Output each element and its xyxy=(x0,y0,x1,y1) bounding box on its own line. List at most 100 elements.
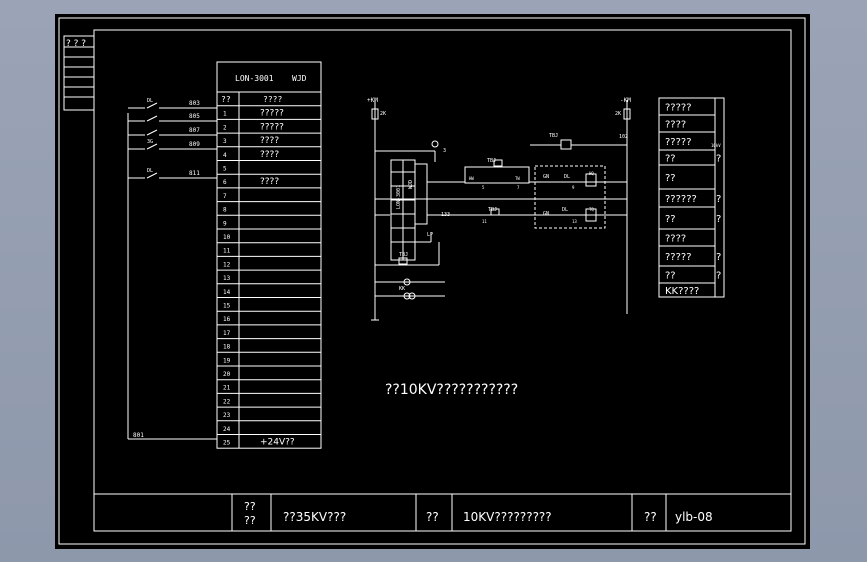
input-wire-tag: DL xyxy=(147,98,153,104)
legend-row-label: ?? xyxy=(665,271,676,282)
device-table-frame xyxy=(216,61,322,449)
ip-label: LP xyxy=(427,232,433,238)
node-133: 133 xyxy=(441,212,450,218)
outer-frame xyxy=(58,17,806,545)
device-table-col-name: ???? xyxy=(263,95,282,104)
device-row-no: 16 xyxy=(223,316,231,323)
device-row-name: ????? xyxy=(260,122,284,132)
device-row-no: 2 xyxy=(223,124,227,131)
gn-label: GN xyxy=(543,174,549,180)
input-wire-number: 805 xyxy=(189,113,200,120)
legend-side-mark: ? xyxy=(716,252,721,263)
node-5: 5 xyxy=(482,185,485,190)
device-row-no: 4 xyxy=(223,152,227,159)
legend-side-mark: ? xyxy=(716,271,721,282)
device-row-no: 10 xyxy=(223,234,231,241)
device-row-no: 8 xyxy=(223,207,227,214)
node-7: 7 xyxy=(517,185,520,190)
device-row-name: ???? xyxy=(260,150,279,160)
hw-label: HW xyxy=(469,176,474,181)
relay-label: LON-3001 xyxy=(396,185,402,209)
input-wire-tag: 3G xyxy=(147,139,153,145)
node-11: 11 xyxy=(482,219,487,224)
legend-row-label: ?? xyxy=(665,154,676,165)
device-row-no: 22 xyxy=(223,398,231,405)
device-row-no: 17 xyxy=(223,330,231,337)
revision-table xyxy=(63,35,95,111)
drawing-sheet: ? ? ? LON-3001 WJD?????? 1????? 2????? 3????… xyxy=(55,14,810,549)
control-circuit xyxy=(371,100,631,321)
right-bus-label: -KM xyxy=(620,97,631,104)
device-row-no: 25 xyxy=(223,440,231,447)
legend-side-small: 10kV xyxy=(711,143,721,148)
title-value-1: ??35KV??? xyxy=(283,510,346,524)
dl2-label: DL xyxy=(562,207,568,213)
right-fuse-label: 2K xyxy=(615,111,621,117)
schematic-drawing: ? ? ? LON-3001 WJD?????? 1????? 2????? 3????… xyxy=(58,17,806,545)
left-bus-label: +KM xyxy=(367,97,378,104)
device-row-no: 1 xyxy=(223,111,227,118)
device-row-no: 3 xyxy=(223,138,227,145)
device-table-col-no: ?? xyxy=(221,95,231,104)
tbj-mid-label: TBJ xyxy=(487,158,496,164)
device-row-no: 24 xyxy=(223,426,231,433)
title-label-1b: ?? xyxy=(244,514,256,527)
device-row-no: 13 xyxy=(223,275,231,282)
title-block xyxy=(94,493,791,531)
device-table-title: LON-3001 xyxy=(235,74,274,83)
device-row-no: 21 xyxy=(223,385,231,392)
node-102: 102 xyxy=(619,134,628,140)
device-row-no: 19 xyxy=(223,357,231,364)
legend-side-mark: ? xyxy=(716,214,721,225)
hq-label: HQ xyxy=(589,171,594,176)
device-row-no: 5 xyxy=(223,166,227,173)
schematic-labels: +KM 2K -KM 2K TBJ 102 TBJ HW TW GN DL HQ… xyxy=(367,97,631,292)
legend-frame xyxy=(658,97,725,298)
device-table-subtitle: WJD xyxy=(292,74,307,83)
device-row-no: 15 xyxy=(223,303,231,310)
input-wire-number: 809 xyxy=(189,141,200,148)
device-row-name: ???? xyxy=(260,177,279,187)
tbj-top-label: TBJ xyxy=(549,133,558,139)
legend-side-mark: ? xyxy=(716,194,721,205)
device-row-no: 11 xyxy=(223,248,231,255)
title-label-1a: ?? xyxy=(244,500,256,513)
device-row-name: ???? xyxy=(260,136,279,146)
device-row-no: 12 xyxy=(223,261,231,268)
return-wire-number: 801 xyxy=(133,432,144,439)
title-label-3: ?? xyxy=(644,510,657,524)
node-13: 13 xyxy=(572,219,577,224)
legend-row-label: ????? xyxy=(665,137,692,148)
device-terminal-table: LON-3001 WJD?????? 1????? 2????? 3???? 4???? 5… xyxy=(216,61,322,449)
drawing-number: ylb-08 xyxy=(675,510,713,524)
gn2-label: GN xyxy=(543,211,549,217)
device-row-name: ????? xyxy=(260,109,284,119)
legend-row-label: ????? xyxy=(665,103,692,114)
node-3: 3 xyxy=(443,148,446,154)
device-row-no: 23 xyxy=(223,412,231,419)
dl-label: DL xyxy=(564,174,570,180)
tbj-lower-label: TBJ xyxy=(399,252,408,258)
kk-label: KK xyxy=(399,286,405,292)
legend-row-label: ???? xyxy=(665,120,686,131)
tbj-low-label: TBJ xyxy=(488,207,497,213)
inner-frame xyxy=(93,29,792,532)
device-row-no: 7 xyxy=(223,193,227,200)
legend-row-label: ????? xyxy=(665,252,692,263)
legend-row-label: ?? xyxy=(665,214,676,225)
tq-label: TQ xyxy=(589,207,594,212)
input-wire-number: 807 xyxy=(189,127,200,134)
legend-side-mark: ? xyxy=(716,154,721,165)
input-wire-tag: DL xyxy=(147,168,153,174)
device-row-no: 20 xyxy=(223,371,231,378)
legend-table: ????????????????????????????????????????… xyxy=(658,97,725,298)
drawing-title: ??10KV??????????? xyxy=(385,382,518,398)
title-value-2: 10KV????????? xyxy=(463,510,552,524)
legend-row-label: ?? xyxy=(665,173,676,184)
legend-row-label: ?????? xyxy=(665,194,697,205)
title-label-2: ?? xyxy=(426,510,439,524)
device-row-name: +24V?? xyxy=(260,438,295,448)
legend-row-label: KK???? xyxy=(665,286,699,297)
left-fuse-label: 2K xyxy=(380,111,386,117)
